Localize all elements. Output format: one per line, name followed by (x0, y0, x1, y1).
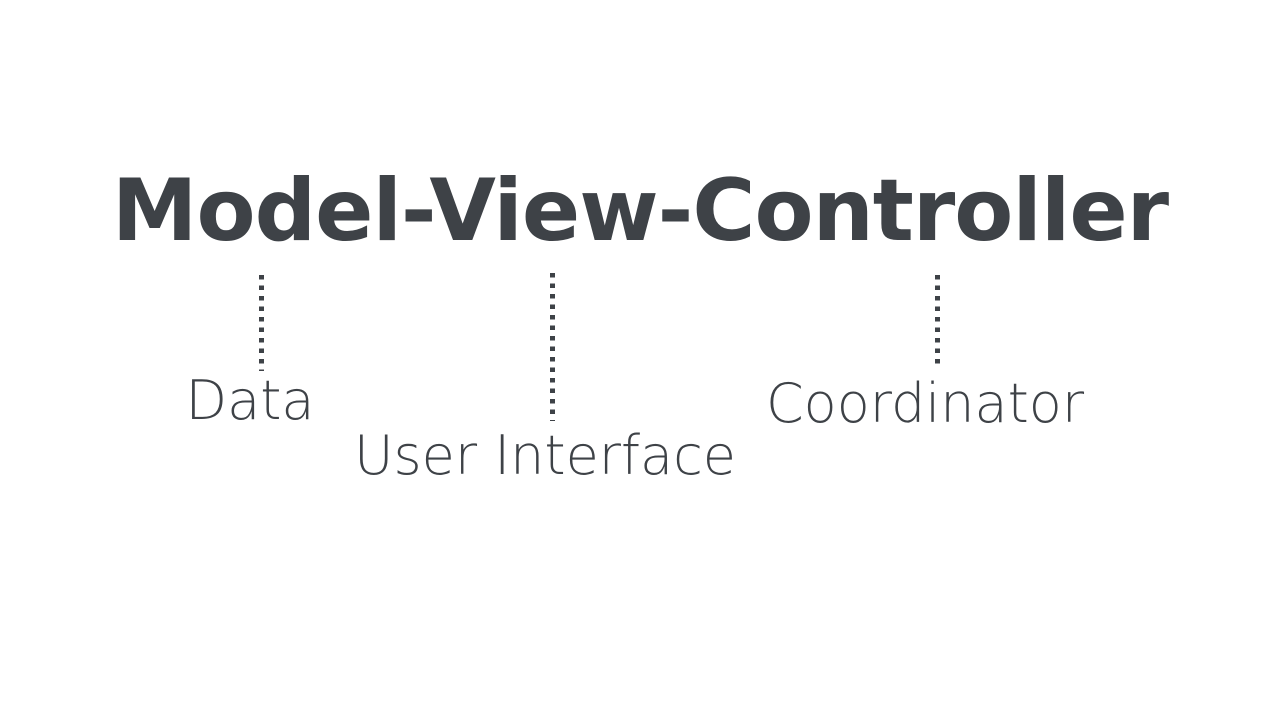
annotation-label-coordinator: Coordinator (765, 372, 1085, 435)
dotted-connector-controller (935, 275, 940, 369)
dotted-connector-model (259, 275, 264, 371)
annotation-label-data: Data (185, 369, 315, 432)
dotted-connector-view (550, 273, 555, 421)
annotation-label-user-interface: User Interface (353, 424, 737, 487)
page-title: Model-View-Controller (111, 161, 1169, 261)
